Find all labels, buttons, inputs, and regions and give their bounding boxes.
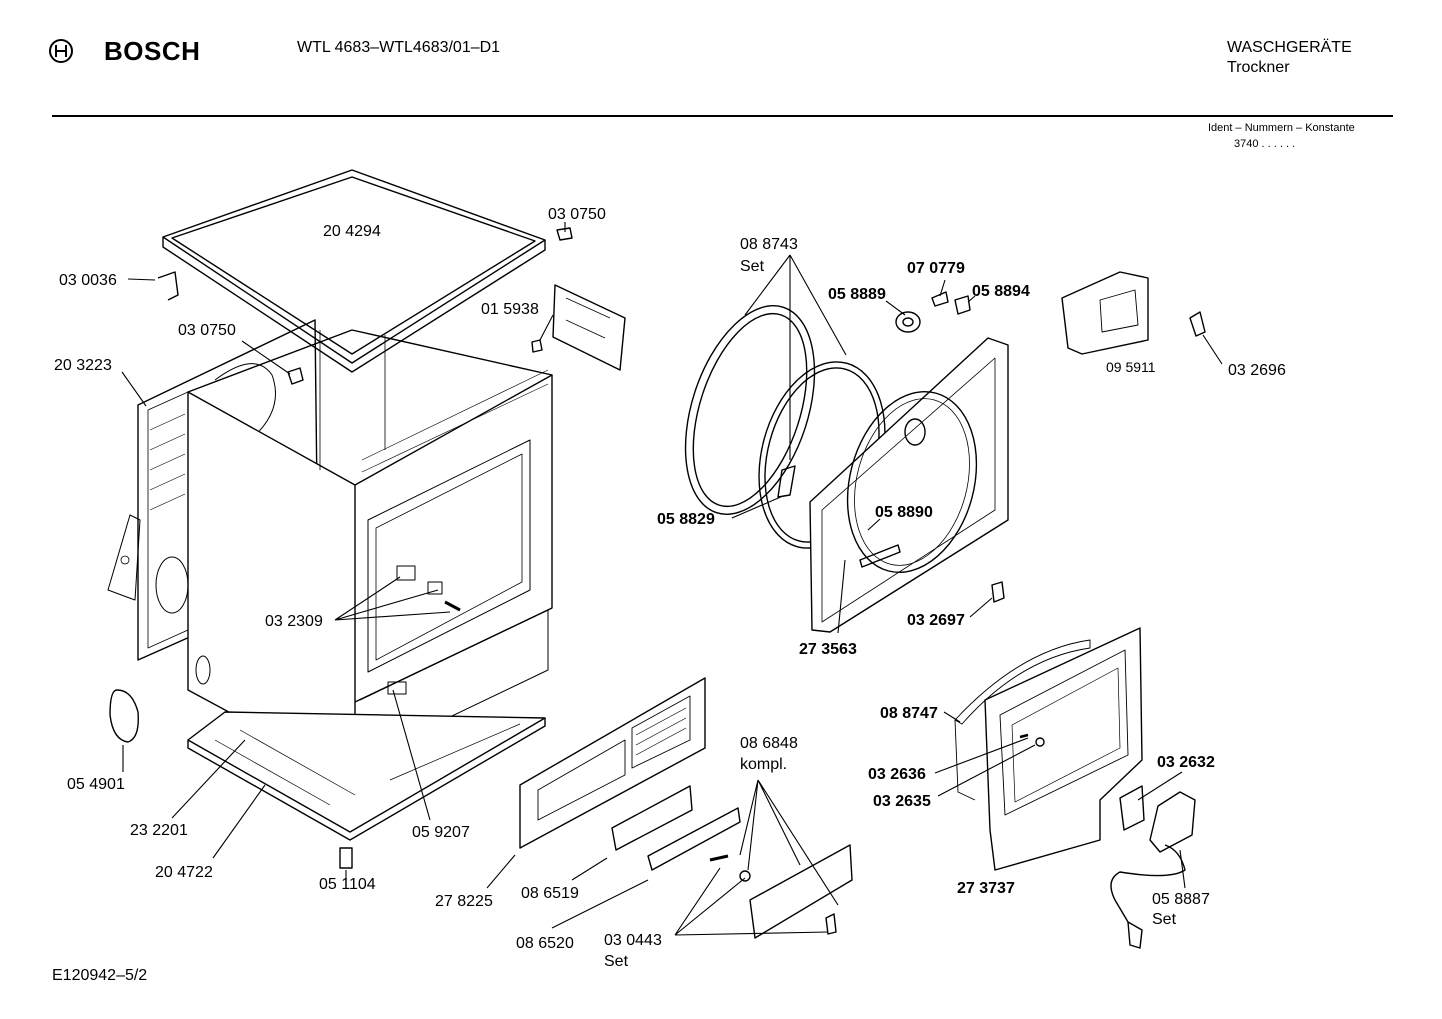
drawing-code: E120942–5/2	[52, 967, 148, 984]
label-27-3737: 27 3737	[957, 880, 1015, 897]
label-05-8894: 05 8894	[972, 283, 1030, 300]
control-module-drawing	[1061, 271, 1206, 355]
door-lock-drawing	[1110, 785, 1196, 949]
brand-logo-text: BOSCH	[104, 36, 201, 66]
label-27-3563: 27 3563	[799, 641, 857, 658]
front-bearing-shield-drawing	[809, 337, 1009, 633]
bearing-parts-drawing	[895, 291, 1005, 603]
label-08-8743-set: Set	[740, 258, 765, 275]
label-05-8887-set: Set	[1152, 911, 1177, 928]
label-03-0750-top: 03 0750	[548, 206, 606, 223]
ident-label: Ident – Nummern – Konstante	[1208, 122, 1355, 134]
label-03-2632: 03 2632	[1157, 754, 1215, 771]
label-05-8889: 05 8889	[828, 286, 886, 303]
label-03-2309: 03 2309	[265, 613, 323, 630]
label-05-9207: 05 9207	[412, 824, 470, 841]
label-03-0036: 03 0036	[59, 272, 117, 289]
small-parts-drawing	[109, 227, 626, 869]
label-20-3223: 20 3223	[54, 357, 112, 374]
label-03-0750-side: 03 0750	[178, 322, 236, 339]
label-03-2635: 03 2635	[873, 793, 931, 810]
label-08-6520: 08 6520	[516, 935, 574, 952]
label-09-5911: 09 5911	[1106, 359, 1156, 375]
label-20-4722: 20 4722	[155, 864, 213, 881]
label-01-5938: 01 5938	[481, 301, 539, 318]
label-08-6519: 08 6519	[521, 885, 579, 902]
base-plate-drawing	[187, 711, 546, 841]
label-05-8887: 05 8887	[1152, 891, 1210, 908]
label-20-4294: 20 4294	[323, 223, 381, 240]
label-27-8225: 27 8225	[435, 893, 493, 910]
label-03-0443: 03 0443	[604, 932, 662, 949]
label-07-0779: 07 0779	[907, 260, 965, 277]
part-labels: 20 4294 03 0750 03 0036 01 5938 03 0750 …	[54, 206, 1286, 970]
label-08-6848: 08 6848	[740, 735, 798, 752]
label-08-8743: 08 8743	[740, 236, 798, 253]
label-03-2697: 03 2697	[907, 612, 965, 629]
category-title: WASCHGERÄTE	[1227, 39, 1352, 56]
label-05-8890: 05 8890	[875, 504, 933, 521]
label-05-4901: 05 4901	[67, 776, 125, 793]
door-frame-drawing	[954, 627, 1143, 871]
label-03-2696: 03 2696	[1228, 362, 1286, 379]
cabinet-body-drawing	[187, 329, 553, 781]
header-divider	[52, 115, 1393, 117]
label-05-1104: 05 1104	[319, 876, 376, 893]
label-03-2636: 03 2636	[868, 766, 926, 783]
label-03-0443-set: Set	[604, 953, 629, 970]
model-number: WTL 4683–WTL4683/01–D1	[297, 39, 501, 56]
label-08-6848-kompl: kompl.	[740, 756, 787, 773]
label-08-8747: 08 8747	[880, 705, 938, 722]
bosch-logo-icon	[49, 39, 73, 63]
label-23-2201: 23 2201	[130, 822, 188, 839]
front-service-panel-drawing	[519, 677, 853, 939]
top-cover-drawing	[162, 169, 546, 373]
label-05-8829: 05 8829	[657, 511, 715, 528]
ident-value: 3740 . . . . . .	[1234, 138, 1296, 150]
leader-lines	[121, 222, 1223, 936]
subcategory-title: Trockner	[1227, 59, 1290, 76]
